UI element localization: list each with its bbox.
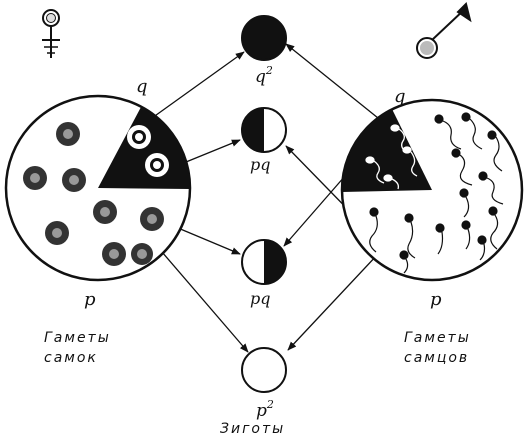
male-q-sector — [341, 109, 432, 192]
zygote-p2 — [241, 347, 287, 393]
label-q-right: q — [394, 86, 406, 107]
zygote-q2 — [241, 15, 287, 61]
caption-female-gametes: Гаметы самок — [44, 330, 117, 366]
label-q-left: q — [136, 76, 148, 97]
female-p-eggs — [23, 122, 164, 266]
female-q-eggs — [127, 125, 169, 177]
zygote-pq-bottom — [241, 239, 287, 285]
label-p2: p2 — [256, 398, 274, 421]
male-p-sperm — [369, 112, 504, 274]
caption-zygotes: Зиготы — [220, 421, 285, 437]
label-p-left: p — [84, 289, 96, 310]
female-gametes-circle — [4, 94, 192, 282]
arrow-mp-to-p2 — [287, 253, 379, 351]
arrow-p-to-p2 — [161, 251, 249, 353]
arrow-p-to-pq-bottom — [177, 227, 241, 255]
arrow-mq-to-pq-bottom — [283, 167, 353, 247]
label-p-right: p — [430, 289, 442, 310]
arrow-q-to-q2 — [151, 51, 245, 119]
label-q2: q2 — [255, 64, 273, 87]
arrow-mq-to-q2 — [285, 43, 379, 119]
mars-icon — [416, 2, 472, 59]
male-q-sperm — [365, 124, 418, 190]
male-gametes-circle — [340, 98, 524, 282]
arrow-q-to-pq-top — [185, 139, 241, 163]
venus-icon — [42, 9, 60, 58]
caption-male-gametes: Гаметы самцов — [404, 330, 477, 366]
label-pq-bottom: pq — [250, 289, 270, 308]
zygote-pq-top — [241, 107, 287, 153]
label-pq-top: pq — [250, 155, 270, 174]
